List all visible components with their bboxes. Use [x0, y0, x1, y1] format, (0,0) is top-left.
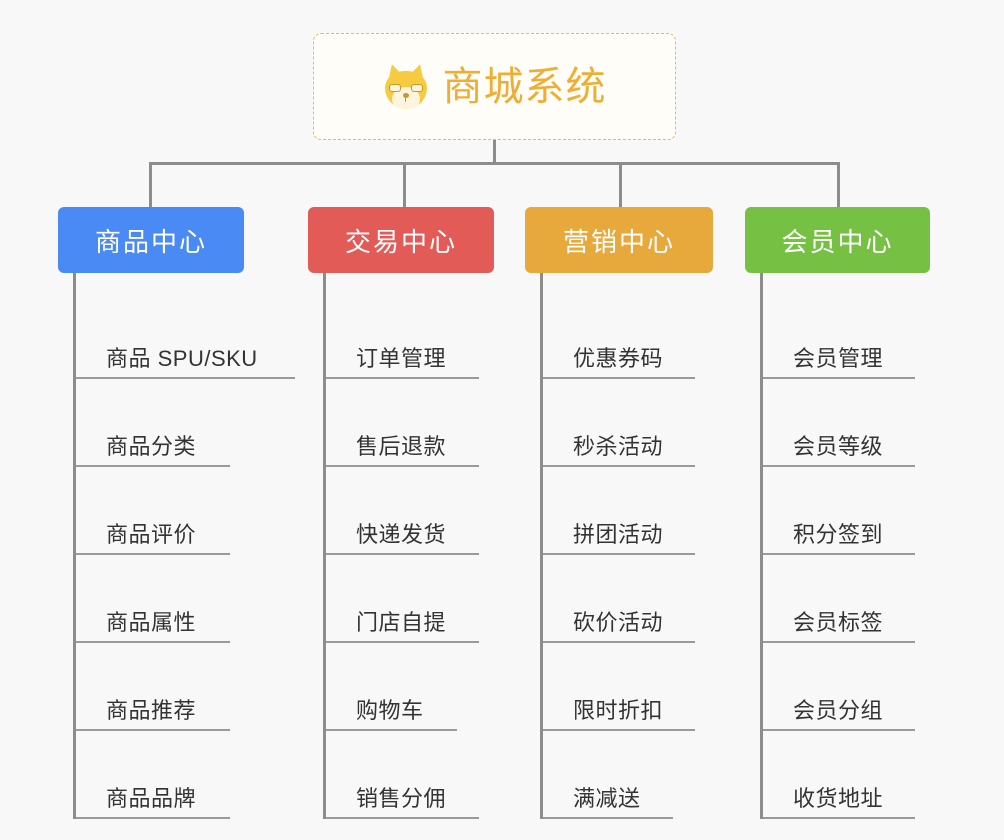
leaf-underline [543, 377, 695, 379]
leaf-underline [326, 817, 479, 819]
branch-trade-center: 交易中心 订单管理 售后退款 快递发货 门店自提 购物车 [308, 207, 494, 819]
list-item[interactable]: 收货地址 [763, 731, 930, 819]
leaf-underline [326, 729, 457, 731]
connector-drop-1 [149, 162, 152, 208]
leaf-label: 购物车 [356, 698, 424, 723]
leaf-label: 订单管理 [356, 346, 447, 371]
list-item[interactable]: 订单管理 [326, 291, 494, 379]
leaf-label: 会员管理 [793, 346, 884, 371]
leaf-label: 商品品牌 [106, 786, 197, 811]
list-item[interactable]: 满减送 [543, 731, 713, 819]
leaf-label: 快递发货 [356, 522, 447, 547]
leaf-underline [543, 553, 695, 555]
leaf-underline [763, 641, 915, 643]
list-item[interactable]: 优惠券码 [543, 291, 713, 379]
list-item[interactable]: 商品评价 [76, 467, 258, 555]
list-item[interactable]: 会员分组 [763, 643, 930, 731]
list-item[interactable]: 门店自提 [326, 555, 494, 643]
branch-header-product-center[interactable]: 商品中心 [58, 207, 244, 273]
leaf-underline [543, 817, 673, 819]
branch-marketing-center: 营销中心 优惠券码 秒杀活动 拼团活动 砍价活动 限时折扣 [525, 207, 713, 819]
leaf-label: 商品属性 [106, 610, 197, 635]
list-item[interactable]: 积分签到 [763, 467, 930, 555]
leaf-label: 秒杀活动 [573, 434, 664, 459]
leaf-underline [543, 729, 695, 731]
leaf-underline [543, 465, 695, 467]
branch-header-member-center[interactable]: 会员中心 [745, 207, 930, 273]
leaf-label: 商品分类 [106, 434, 197, 459]
leaf-label: 商品推荐 [106, 698, 197, 723]
leaf-label: 售后退款 [356, 434, 447, 459]
leaf-label: 销售分佣 [356, 786, 447, 811]
leaf-underline [763, 465, 915, 467]
leaf-list-product-center: 商品 SPU/SKU 商品分类 商品评价 商品属性 商品推荐 商品品牌 [73, 273, 295, 819]
branch-header-trade-center[interactable]: 交易中心 [308, 207, 494, 273]
leaf-underline [763, 377, 915, 379]
leaf-label: 优惠券码 [573, 346, 664, 371]
root-node[interactable]: 商城系统 [313, 33, 676, 140]
leaf-underline [763, 553, 915, 555]
branch-header-marketing-center[interactable]: 营销中心 [525, 207, 713, 273]
leaf-label: 砍价活动 [573, 610, 664, 635]
leaf-label: 门店自提 [356, 610, 447, 635]
leaf-underline [326, 641, 479, 643]
leaf-label: 会员分组 [793, 698, 884, 723]
list-item[interactable]: 限时折扣 [543, 643, 713, 731]
leaf-underline [326, 465, 479, 467]
list-item[interactable]: 商品品牌 [76, 731, 258, 819]
connector-horizontal-bus [149, 162, 840, 165]
leaf-list-trade-center: 订单管理 售后退款 快递发货 门店自提 购物车 销售分佣 [323, 273, 494, 819]
list-item[interactable]: 快递发货 [326, 467, 494, 555]
list-item[interactable]: 商品分类 [76, 379, 258, 467]
leaf-list-marketing-center: 优惠券码 秒杀活动 拼团活动 砍价活动 限时折扣 满减送 [540, 273, 713, 819]
leaf-underline [76, 553, 230, 555]
leaf-underline [76, 377, 295, 379]
list-item[interactable]: 会员管理 [763, 291, 930, 379]
leaf-underline [543, 641, 695, 643]
list-item[interactable]: 商品推荐 [76, 643, 258, 731]
leaf-underline [76, 641, 230, 643]
leaf-label: 满减送 [573, 786, 641, 811]
leaf-label: 商品评价 [106, 522, 197, 547]
leaf-label: 积分签到 [793, 522, 884, 547]
root-title: 商城系统 [442, 64, 607, 109]
leaf-label: 会员标签 [793, 610, 884, 635]
leaf-label: 商品 SPU/SKU [106, 346, 258, 371]
connector-root-stem [493, 140, 496, 165]
leaf-label: 会员等级 [793, 434, 884, 459]
list-item[interactable]: 商品 SPU/SKU [76, 291, 295, 379]
list-item[interactable]: 销售分佣 [326, 731, 494, 819]
leaf-label: 收货地址 [793, 786, 884, 811]
leaf-label: 拼团活动 [573, 522, 664, 547]
list-item[interactable]: 拼团活动 [543, 467, 713, 555]
list-item[interactable]: 会员标签 [763, 555, 930, 643]
list-item[interactable]: 商品属性 [76, 555, 258, 643]
connector-drop-4 [837, 162, 840, 208]
shiba-dog-icon [383, 61, 429, 110]
list-item[interactable]: 售后退款 [326, 379, 494, 467]
list-item[interactable]: 砍价活动 [543, 555, 713, 643]
leaf-underline [326, 553, 479, 555]
leaf-list-member-center: 会员管理 会员等级 积分签到 会员标签 会员分组 收货地址 [760, 273, 930, 819]
list-item[interactable]: 购物车 [326, 643, 494, 731]
branch-member-center: 会员中心 会员管理 会员等级 积分签到 会员标签 会员分组 [745, 207, 930, 819]
leaf-underline [326, 377, 479, 379]
connector-drop-3 [619, 162, 622, 208]
branch-product-center: 商品中心 商品 SPU/SKU 商品分类 商品评价 商品属性 商品推荐 [58, 207, 295, 819]
leaf-underline [763, 729, 915, 731]
leaf-label: 限时折扣 [573, 698, 664, 723]
leaf-underline [76, 729, 230, 731]
list-item[interactable]: 秒杀活动 [543, 379, 713, 467]
connector-drop-2 [403, 162, 406, 208]
list-item[interactable]: 会员等级 [763, 379, 930, 467]
leaf-underline [76, 817, 230, 819]
leaf-underline [76, 465, 230, 467]
leaf-underline [763, 817, 915, 819]
